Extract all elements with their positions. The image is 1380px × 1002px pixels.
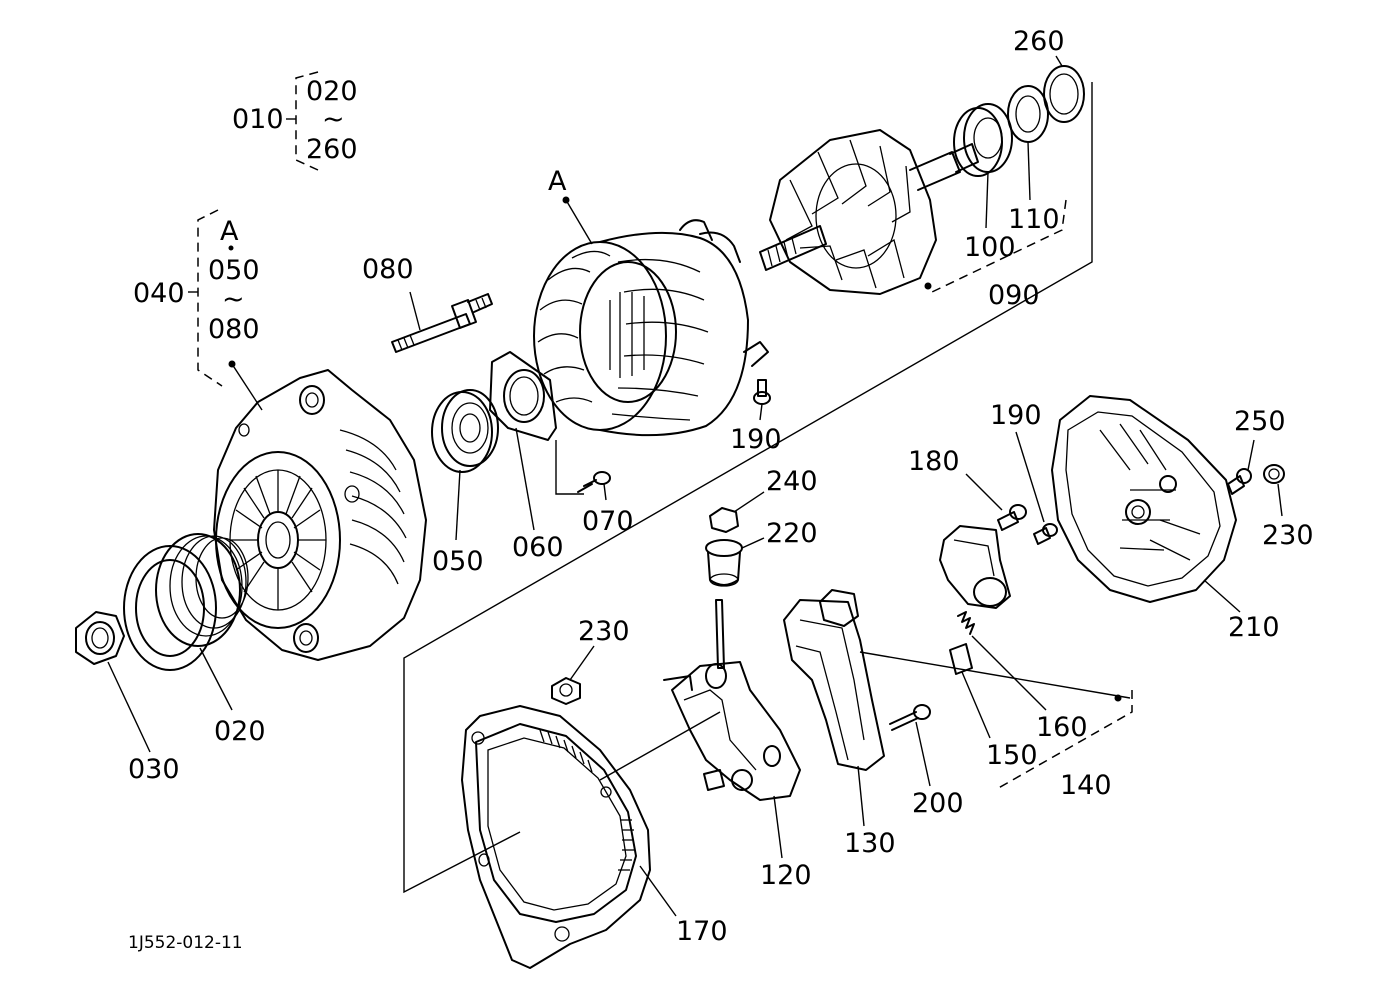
label-020: 020 (214, 716, 266, 747)
label-range-020: 020 (306, 76, 358, 107)
label-260: 260 (1013, 26, 1065, 57)
label-140: 140 (1060, 770, 1112, 801)
label-200: 200 (912, 788, 964, 819)
part-050-bearing (431, 389, 499, 541)
label-170: 170 (676, 916, 728, 947)
part-160-spring (957, 611, 1047, 711)
part-230-nut-right (1263, 464, 1285, 517)
part-230-nut-left (551, 645, 595, 705)
part-030-pulley-nut (75, 611, 151, 753)
part-190-screw-lower (1015, 431, 1058, 545)
label-130: 130 (844, 828, 896, 859)
label-240: 240 (766, 466, 818, 497)
part-040-front-housing (213, 360, 427, 661)
part-090-rotor (759, 129, 979, 295)
label-090: 090 (988, 280, 1040, 311)
label-range-080: 080 (208, 314, 260, 345)
drawing-number: 1J552-012-11 (128, 933, 243, 953)
part-250-screw (1227, 439, 1255, 495)
group-brackets (188, 71, 1133, 791)
ref-a-dot-1 (228, 245, 234, 251)
label-190-upper: 190 (730, 424, 782, 455)
part-150-brush (949, 643, 991, 739)
label-100: 100 (964, 232, 1016, 263)
label-range-050: 050 (208, 255, 260, 286)
part-220-insulator (705, 537, 765, 587)
label-060: 060 (512, 532, 564, 563)
label-220: 220 (766, 518, 818, 549)
part-170-rear-cover (461, 705, 677, 969)
label-ref-a-1: A (220, 216, 239, 247)
assembly-axis-lines (403, 82, 1131, 894)
part-number-labels: 010 020 ~ 260 040 A 050 ~ 080 A 260 110 … (128, 26, 1314, 953)
label-tilde-2: ~ (222, 284, 245, 315)
part-110-bearing-cover (1007, 85, 1049, 201)
label-040: 040 (133, 278, 185, 309)
label-070: 070 (582, 506, 634, 537)
label-010: 010 (232, 104, 284, 135)
label-190-lower: 190 (990, 400, 1042, 431)
label-120: 120 (760, 860, 812, 891)
label-range-260: 260 (306, 134, 358, 165)
label-tilde-1: ~ (322, 104, 345, 135)
part-140-brush-holder (939, 525, 1011, 609)
part-070-screw (555, 440, 611, 501)
part-080-stud-bolt (391, 291, 493, 353)
part-240-nut (709, 491, 765, 533)
part-210-rear-housing (1051, 395, 1241, 613)
part-200-screw (889, 704, 931, 787)
label-050: 050 (432, 546, 484, 577)
label-150: 150 (986, 740, 1038, 771)
part-stator-assembly-a (533, 196, 769, 437)
part-060-bearing-plate (489, 351, 557, 531)
part-130-regulator (783, 589, 885, 827)
label-250: 250 (1234, 406, 1286, 437)
brush-holder-ref-dot (1114, 694, 1122, 702)
part-120-rectifier (663, 599, 801, 859)
label-160: 160 (1036, 712, 1088, 743)
label-ref-a-2: A (548, 166, 567, 197)
label-080: 080 (362, 254, 414, 285)
part-190-screw-upper (753, 379, 771, 421)
label-110: 110 (1008, 204, 1060, 235)
label-180: 180 (908, 446, 960, 477)
part-100-rear-bearing (953, 103, 1013, 229)
label-030: 030 (128, 754, 180, 785)
part-260-ring (1043, 55, 1085, 123)
label-230-left: 230 (578, 616, 630, 647)
label-230-right: 230 (1262, 520, 1314, 551)
part-020-pulley (123, 533, 249, 711)
label-210: 210 (1228, 612, 1280, 643)
part-180-screw (965, 473, 1027, 531)
